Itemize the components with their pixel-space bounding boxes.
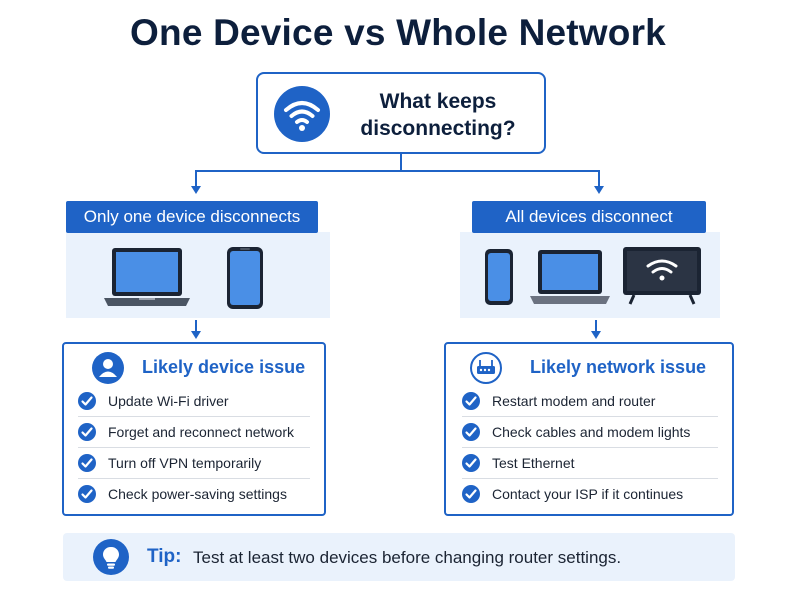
list-item: Check cables and modem lights xyxy=(462,417,718,448)
list-item-text: Forget and reconnect network xyxy=(108,424,294,440)
connector-stem xyxy=(400,154,402,171)
connector-left-lower xyxy=(195,320,197,332)
list-item-text: Contact your ISP if it continues xyxy=(492,486,684,502)
check-icon xyxy=(462,423,480,441)
router-icon xyxy=(470,352,502,384)
arrow-left-lower-icon xyxy=(191,331,201,339)
network-issue-title: Likely network issue xyxy=(530,357,707,377)
check-icon xyxy=(78,423,96,441)
list-item: Update Wi-Fi driver xyxy=(78,386,310,417)
arrow-right-lower-icon xyxy=(591,331,601,339)
list-item-text: Check cables and modem lights xyxy=(492,424,691,440)
list-item: Forget and reconnect network xyxy=(78,417,310,448)
list-item-text: Update Wi-Fi driver xyxy=(108,393,229,409)
left-devices-panel xyxy=(66,232,330,318)
network-issue-card: Likely network issue Restart modem and r… xyxy=(444,342,734,516)
connector-left xyxy=(195,170,197,188)
list-item: Restart modem and router xyxy=(462,386,718,417)
connector-right xyxy=(598,170,600,188)
tip-label: Tip: xyxy=(147,546,182,567)
tip-bar: Tip: Test at least two devices before ch… xyxy=(63,533,735,581)
phone-icon xyxy=(484,248,514,311)
check-icon xyxy=(78,485,96,503)
list-item-text: Check power-saving settings xyxy=(108,486,287,502)
tv-wifi-icon xyxy=(622,246,702,313)
laptop-icon xyxy=(104,246,190,313)
check-icon xyxy=(78,392,96,410)
question-text: What keeps disconnecting? xyxy=(338,88,538,142)
check-icon xyxy=(462,485,480,503)
connector-right-lower xyxy=(595,320,597,332)
wifi-icon xyxy=(274,86,330,142)
arrow-right-icon xyxy=(594,186,604,194)
person-icon xyxy=(92,352,124,384)
check-icon xyxy=(462,392,480,410)
list-item: Turn off VPN temporarily xyxy=(78,448,310,479)
connector-horizontal xyxy=(196,170,600,172)
laptop-icon xyxy=(530,248,610,311)
question-box: What keeps disconnecting? xyxy=(256,72,546,154)
right-branch-header: All devices disconnect xyxy=(472,201,706,233)
page-title: One Device vs Whole Network xyxy=(130,12,666,53)
list-item-text: Turn off VPN temporarily xyxy=(108,455,262,471)
check-icon xyxy=(462,454,480,472)
tip-text: Test at least two devices before changin… xyxy=(193,548,622,567)
list-item-text: Restart modem and router xyxy=(492,393,656,409)
list-item: Test Ethernet xyxy=(462,448,718,479)
list-item-text: Test Ethernet xyxy=(492,455,575,471)
phone-icon xyxy=(226,246,264,315)
question-line-2: disconnecting? xyxy=(360,117,516,140)
list-item: Check power-saving settings xyxy=(78,479,310,510)
lightbulb-icon xyxy=(93,539,129,575)
device-issue-title: Likely device issue xyxy=(142,357,306,377)
right-devices-panel xyxy=(460,232,720,318)
question-line-1: What keeps xyxy=(379,90,497,113)
device-issue-card: Likely device issue Update Wi-Fi driver … xyxy=(62,342,326,516)
check-icon xyxy=(78,454,96,472)
arrow-left-icon xyxy=(191,186,201,194)
left-branch-header: Only one device disconnects xyxy=(66,201,318,233)
list-item: Contact your ISP if it continues xyxy=(462,479,718,510)
